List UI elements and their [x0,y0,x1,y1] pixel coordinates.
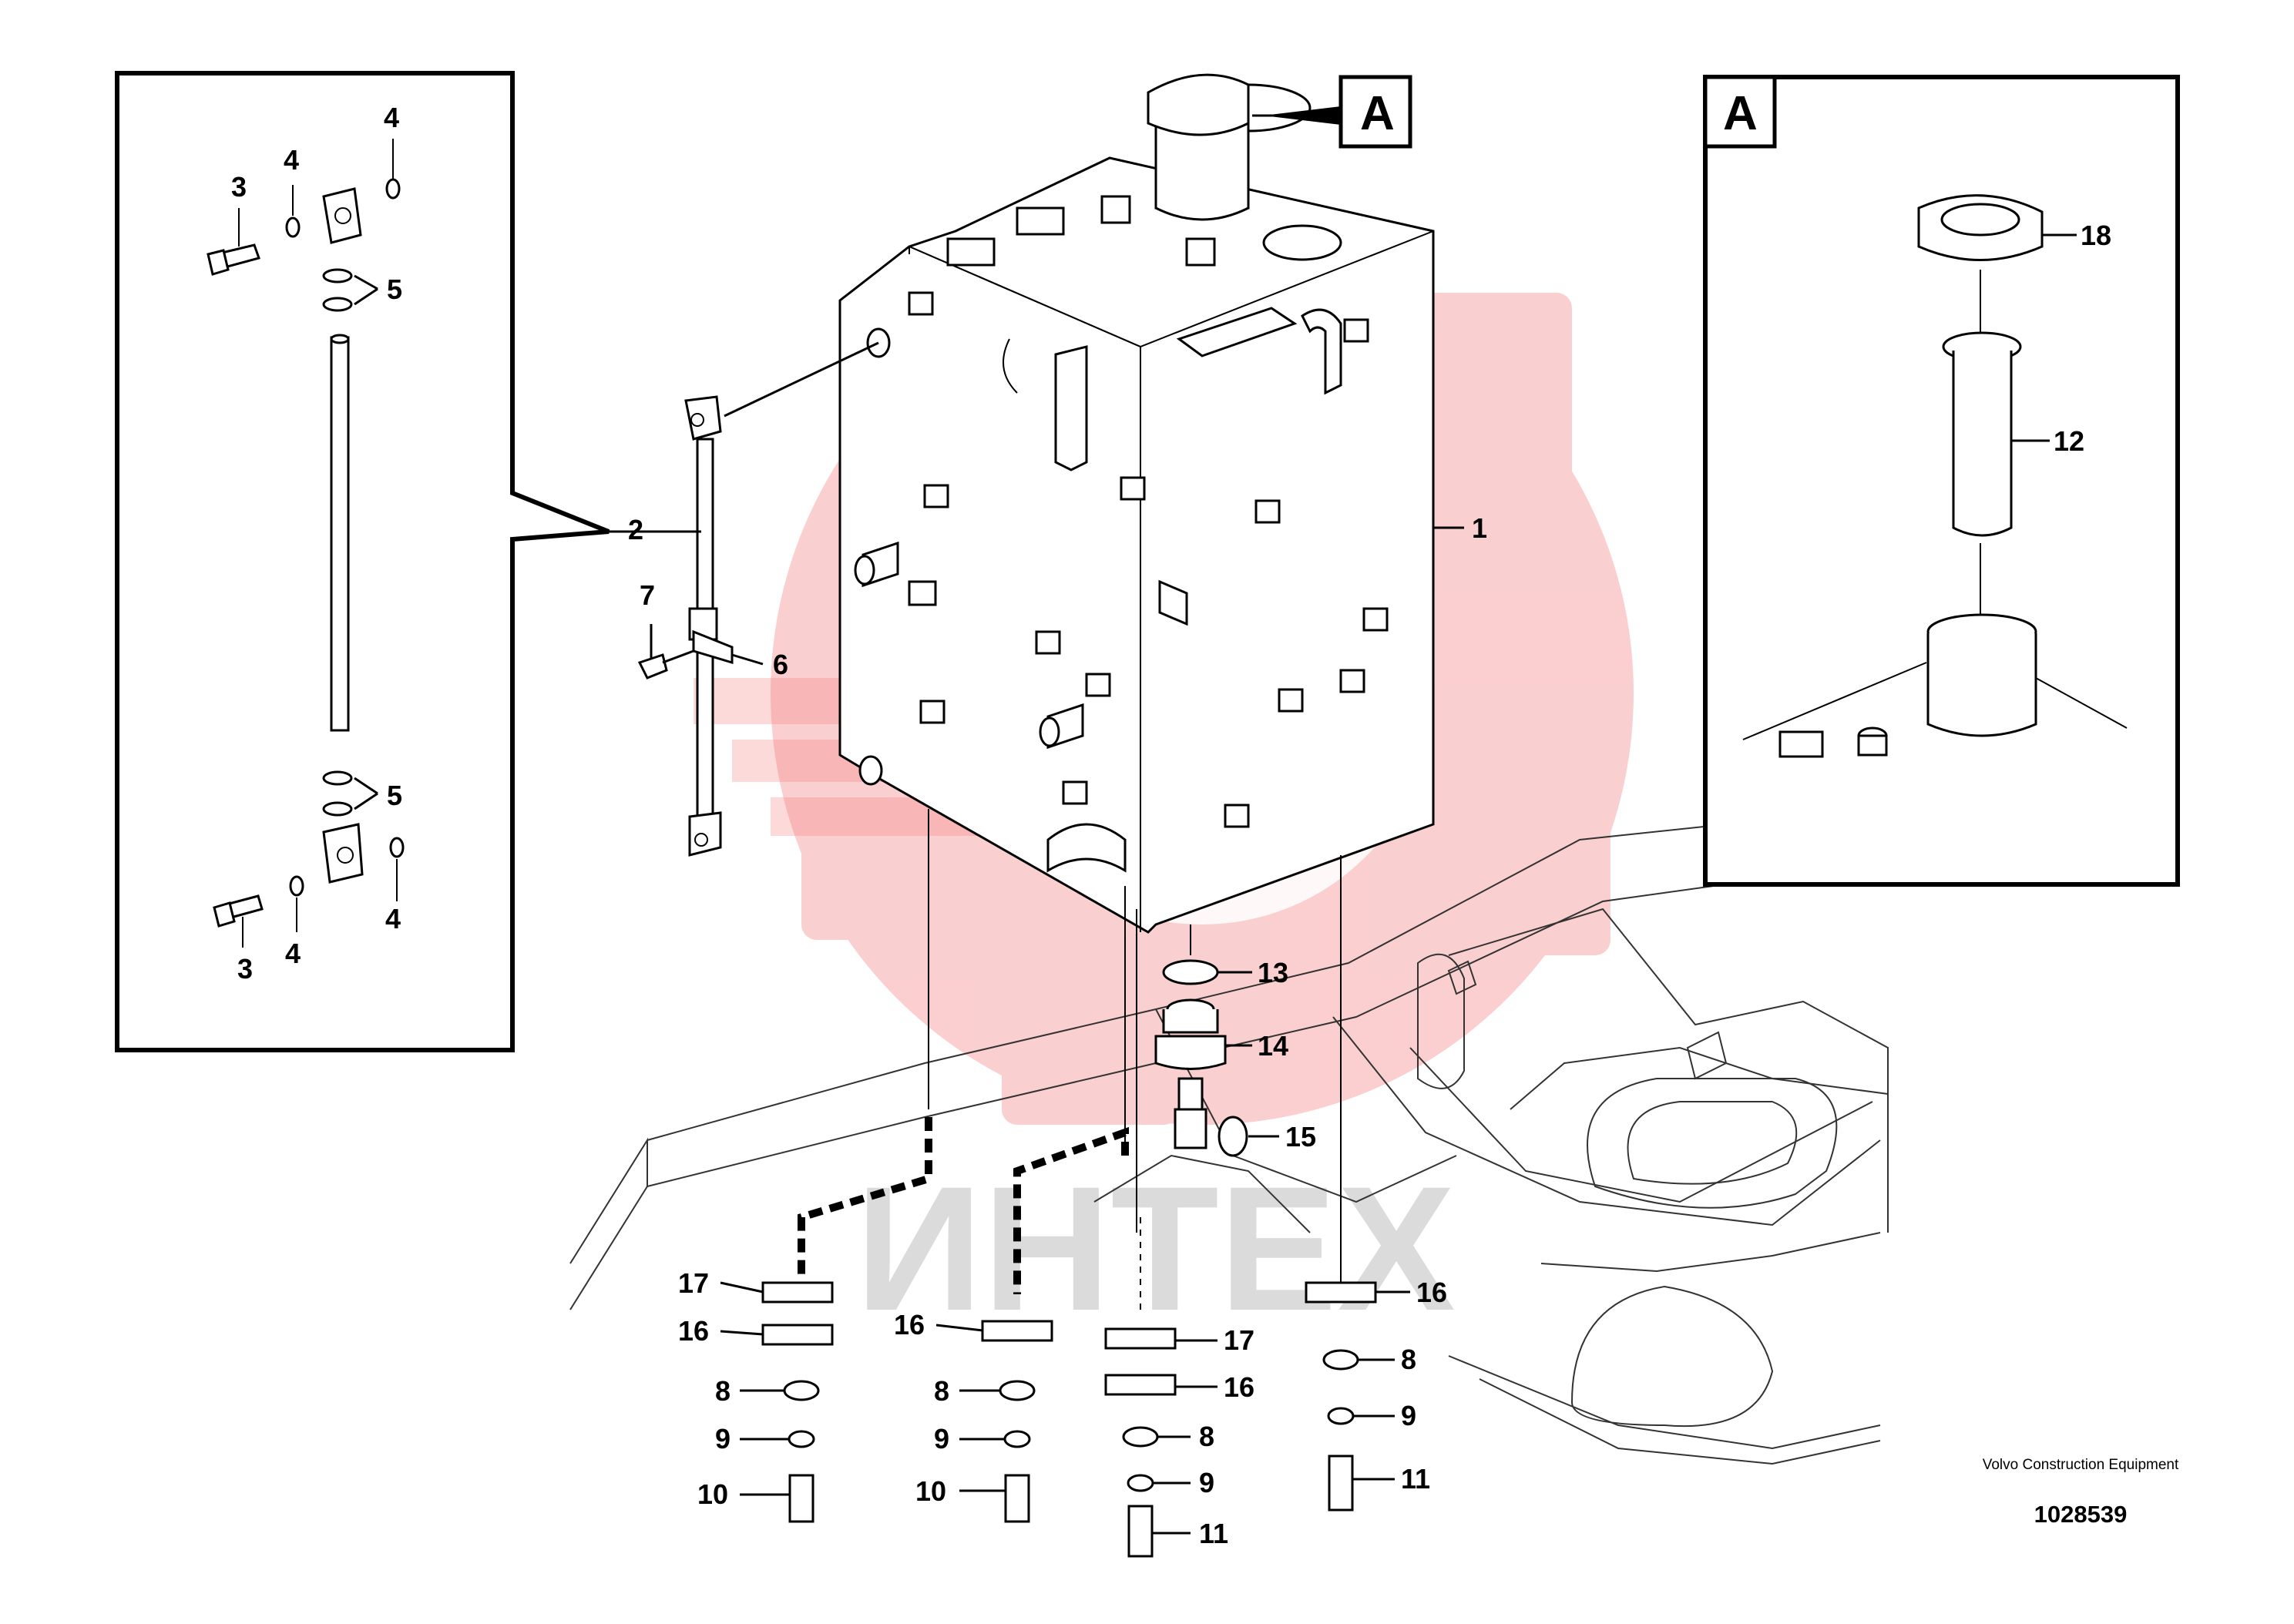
label-5-top: 5 [387,273,402,305]
label-9-s3: 9 [1199,1467,1214,1498]
mounting-hardware [650,526,1464,1558]
label-11-s4: 11 [1401,1463,1430,1495]
part-labels: 1 2 3 4 4 5 5 4 4 3 6 7 18 12 13 14 15 1… [231,102,2111,1549]
label-7: 7 [640,579,655,611]
callout-a-tag: A [1252,75,1412,149]
label-8-s2: 8 [934,1375,949,1407]
label-12: 12 [2054,425,2084,457]
detail-box-label: A [1723,87,1758,140]
label-8-s3: 8 [1199,1421,1214,1452]
label-4-top-right: 4 [384,102,399,133]
label-9-s2: 9 [934,1423,949,1455]
label-13: 13 [1258,957,1288,988]
label-3-top: 3 [231,171,247,203]
label-10-s1: 10 [697,1478,728,1510]
label-3-bottom: 3 [237,953,253,985]
label-16-left: 16 [678,1315,709,1347]
label-6: 6 [773,649,788,680]
label-16-s4: 16 [1416,1277,1447,1308]
detail-a-box: A [1703,75,2180,887]
label-2: 2 [628,514,643,545]
label-18: 18 [2081,220,2111,251]
label-14: 14 [1258,1030,1288,1062]
label-17-s3: 17 [1224,1324,1254,1356]
strap-assembly [637,341,879,857]
label-8-s4: 8 [1401,1344,1416,1375]
callout-a-label: A [1360,87,1395,140]
label-16-s3: 16 [1224,1371,1254,1403]
label-9-s4: 9 [1401,1400,1416,1431]
label-10-s2: 10 [915,1475,946,1507]
machine-frame [569,808,1889,1465]
label-9-s1: 9 [715,1423,731,1455]
hydraulic-tank [838,73,1435,934]
label-1: 1 [1472,512,1487,544]
label-15: 15 [1285,1121,1316,1153]
label-4-bottom-left: 4 [285,938,301,969]
label-11-s3: 11 [1199,1518,1228,1549]
company-credit: Volvo Construction Equipment [1982,1457,2179,1473]
strap-detail-box [115,71,655,1052]
label-17-left: 17 [678,1267,709,1299]
label-4-top-left: 4 [284,144,299,176]
label-5-bottom: 5 [387,780,402,811]
drain-assembly [1154,924,1279,1157]
label-4-bottom-right: 4 [385,903,401,934]
label-8-s1: 8 [715,1375,731,1407]
drawing-number: 1028539 [2034,1501,2128,1528]
label-16-s2: 16 [894,1309,925,1340]
watermark-text: ИНТЕХ [855,1149,1456,1347]
